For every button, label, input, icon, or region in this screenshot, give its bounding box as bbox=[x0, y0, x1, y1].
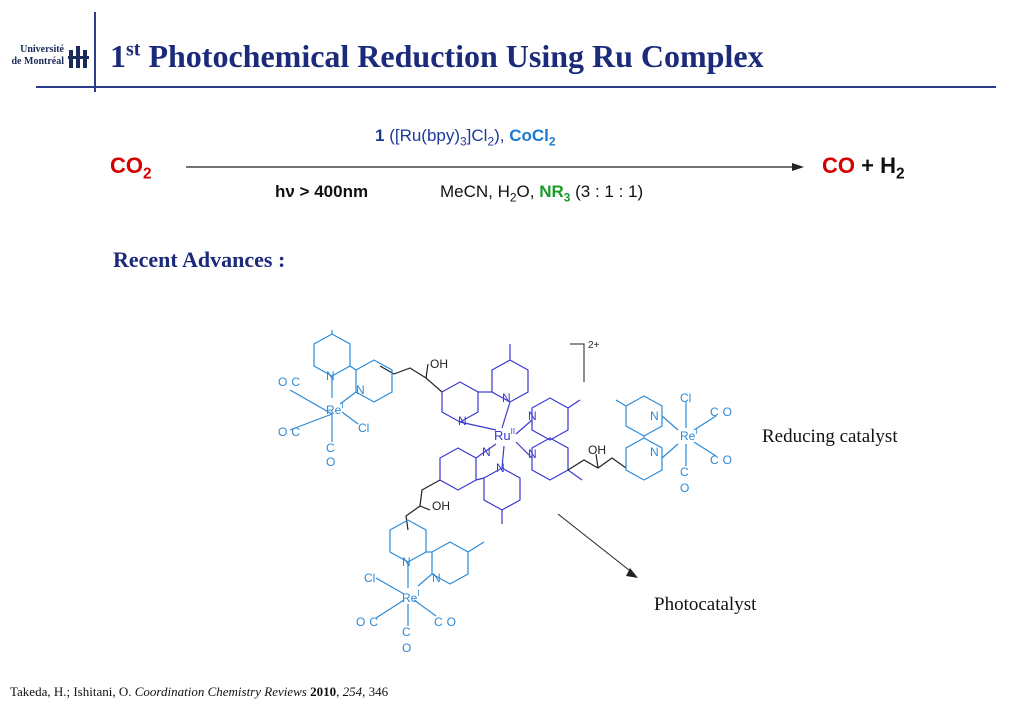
re3-n-2: N bbox=[432, 571, 441, 585]
cobalt-catalyst: CoCl2 bbox=[509, 126, 556, 149]
re2-co-3-o: O bbox=[680, 481, 689, 495]
ru-photocatalyst bbox=[439, 344, 583, 524]
re1-n-2: N bbox=[356, 383, 365, 397]
solvent-condition: MeCN, H2O, NR3 (3 : 1 : 1) bbox=[440, 182, 644, 205]
reducing-catalyst-label: Reducing catalyst bbox=[762, 426, 898, 447]
re3-co-3-o: O bbox=[402, 641, 411, 655]
re2-cl: Cl bbox=[680, 391, 691, 405]
re1-cl: Cl bbox=[358, 421, 369, 435]
re2-n-1: N bbox=[650, 409, 659, 423]
oh-2: OH bbox=[588, 443, 606, 457]
ru-n-4: N bbox=[528, 447, 537, 461]
re-atom-2: ReI bbox=[680, 427, 698, 443]
oh-3: OH bbox=[432, 499, 450, 513]
re-catalyst-1 bbox=[289, 330, 393, 442]
re-atom-3: ReI bbox=[402, 589, 420, 605]
ru-n-1: N bbox=[458, 414, 467, 428]
ru-re-supramolecular-structure: 2+ RuII N N N N N N OH OH OH bbox=[278, 330, 732, 655]
re3-n-1: N bbox=[402, 555, 411, 569]
charge-label: 2+ bbox=[588, 340, 600, 351]
light-condition: hν > 400nm bbox=[275, 182, 369, 201]
logo-line-1: Université bbox=[20, 44, 64, 55]
reactant-co2: CO2 bbox=[110, 153, 152, 183]
charge-bracket bbox=[570, 343, 585, 382]
ru-n-5: N bbox=[482, 445, 491, 459]
re1-co-3-o: O bbox=[326, 455, 335, 469]
re2-n-2: N bbox=[650, 445, 659, 459]
ru-n-6: N bbox=[496, 461, 505, 475]
logo-building-icon bbox=[68, 46, 89, 68]
logo-line-2: de Montréal bbox=[11, 56, 65, 67]
re1-co-3-c: C bbox=[326, 441, 335, 455]
slide-title: 1st Photochemical Reduction Using Ru Com… bbox=[110, 38, 764, 74]
reaction-arrow bbox=[186, 163, 804, 171]
reaction-catalysts: 1 ([Ru(bpy)3]Cl2), CoCl2 bbox=[375, 126, 556, 149]
re-catalyst-2 bbox=[615, 395, 717, 481]
section-heading: Recent Advances : bbox=[113, 247, 286, 272]
re1-n-1: N bbox=[326, 369, 335, 383]
header-horizontal-rule bbox=[36, 86, 996, 88]
logo-text: Université de Montréal bbox=[6, 44, 65, 68]
header-vertical-rule bbox=[94, 12, 96, 92]
university-logo: Université de Montréal bbox=[6, 44, 92, 74]
ru-atom: RuII bbox=[494, 427, 515, 443]
ru-n-3: N bbox=[528, 409, 537, 423]
photocatalyst-pointer bbox=[557, 513, 635, 575]
re-catalyst-3 bbox=[375, 519, 485, 626]
reference: Takeda, H.; Ishitani, O. Coordination Ch… bbox=[10, 684, 389, 699]
re-atom-1: ReI bbox=[326, 401, 344, 417]
products: CO + H2 bbox=[822, 153, 905, 183]
re2-co-3-c: C bbox=[680, 465, 689, 479]
re3-cl: Cl bbox=[364, 571, 375, 585]
oh-1: OH bbox=[430, 357, 448, 371]
re3-co-3-c: C bbox=[402, 625, 411, 639]
ru-n-2: N bbox=[502, 391, 511, 405]
photocatalyst-label: Photocatalyst bbox=[654, 594, 757, 615]
pointer-arrowhead bbox=[626, 568, 638, 578]
